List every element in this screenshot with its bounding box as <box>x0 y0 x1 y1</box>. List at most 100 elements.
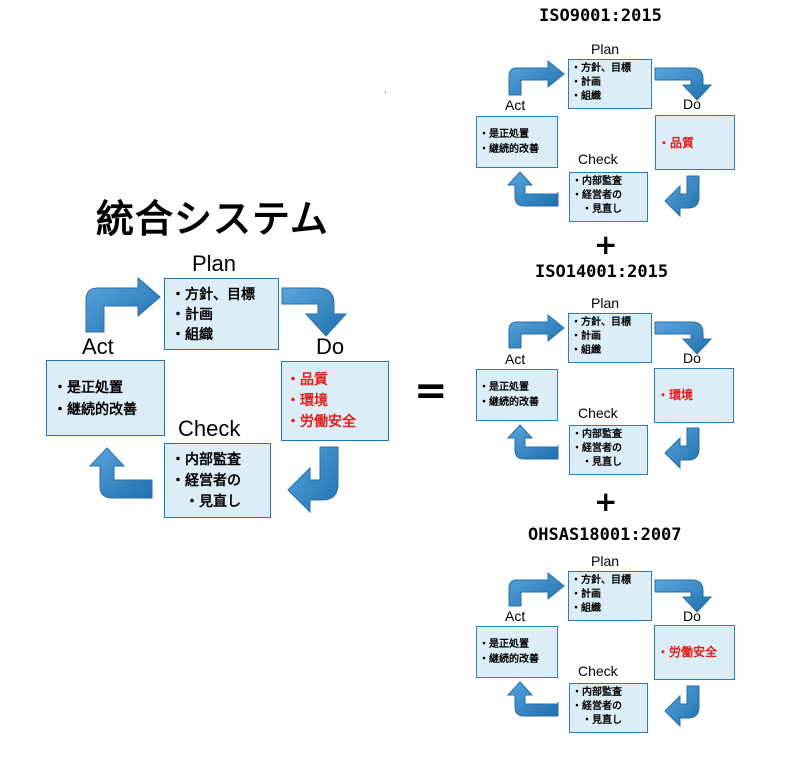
main-check-item-text: 見直し <box>199 494 241 510</box>
iso9001-arrows <box>506 59 713 218</box>
iso9001-plan-item: 計画 <box>571 76 631 90</box>
main-check-box: 内部監査 経営者の 見直し <box>164 443 271 518</box>
iso14001-plan-item: 計画 <box>571 330 631 344</box>
plus-sign: + <box>594 485 618 518</box>
main-do-list: 品質 環境 労働安全 <box>286 370 356 433</box>
main-check-item-continued: 見直し <box>171 492 241 513</box>
ohsas-label-check: Check <box>578 663 618 679</box>
ohsas-check-box: 内部監査 経営者の 見直し <box>569 683 648 733</box>
main-plan-item: 組織 <box>171 325 255 345</box>
ohsas-arrow-plan-to-do <box>654 579 713 613</box>
ohsas-check-list: 内部監査 経営者の 見直し <box>572 686 622 728</box>
iso14001-do-item: 環境 <box>657 387 693 403</box>
iso14001-do-list: 環境 <box>657 387 693 403</box>
ohsas-act-item: 是正処置 <box>479 637 539 652</box>
main-do-item: 環境 <box>286 391 356 412</box>
main-act-item: 是正処置 <box>53 377 137 399</box>
main-label-plan: Plan <box>192 251 237 276</box>
ohsas-plan-box: 方針、目標 計画 組織 <box>568 571 652 621</box>
arrow-check-to-act <box>88 447 153 499</box>
main-act-box: 是正処置 継続的改善 <box>46 360 165 436</box>
iso14001-check-item-continued: 見直し <box>572 456 622 470</box>
ohsas-check-item: 内部監査 <box>572 686 622 700</box>
iso14001-arrow-plan-to-do <box>654 321 713 355</box>
iso14001-arrows <box>506 313 713 470</box>
iso14001-check-item: 経営者の <box>572 442 622 456</box>
iso9001-label-do: Do <box>683 96 701 112</box>
iso9001-arrow-do-to-check <box>664 175 700 218</box>
iso14001-arrow-do-to-check <box>664 427 700 470</box>
ohsas-title: OHSAS18001:2007 <box>528 525 682 545</box>
main-title: 統合システム <box>96 197 329 241</box>
iso14001-act-item: 継続的改善 <box>479 395 539 410</box>
arrow-act-to-plan <box>85 276 161 333</box>
main-plan-item: 計画 <box>171 305 255 325</box>
equals-sign: = <box>414 368 448 414</box>
main-label-check: Check <box>178 416 241 441</box>
iso14001-check-box: 内部監査 経営者の 見直し <box>569 425 648 475</box>
iso9001-plan-box: 方針、目標 計画 組織 <box>568 59 652 109</box>
ohsas-act-item: 継続的改善 <box>479 652 539 667</box>
iso14001-arrow-act-to-plan <box>508 313 565 349</box>
arrow-do-to-check <box>287 446 339 514</box>
ohsas-plan-item: 方針、目標 <box>571 574 631 588</box>
arrow-plan-to-do <box>281 287 348 337</box>
plus-sign: + <box>594 228 618 261</box>
iso14001-plan-item: 方針、目標 <box>571 316 631 330</box>
main-do-item: 品質 <box>286 370 356 391</box>
iso14001-act-list: 是正処置 継続的改善 <box>479 380 539 410</box>
iso14001-label-check: Check <box>578 405 618 421</box>
iso14001-arrow-check-to-act <box>506 424 559 460</box>
iso14001-check-list: 内部監査 経営者の 見直し <box>572 428 622 470</box>
main-do-item: 労働安全 <box>286 412 356 433</box>
iso14001-plan-box: 方針、目標 計画 組織 <box>568 313 652 363</box>
main-plan-list: 方針、目標 計画 組織 <box>171 285 255 345</box>
iso9001-do-box: 品質 <box>655 115 735 170</box>
iso9001-arrow-plan-to-do <box>654 67 713 101</box>
iso14001-label-do: Do <box>683 350 701 366</box>
main-plan-box: 方針、目標 計画 組織 <box>164 278 279 350</box>
ohsas-plan-list: 方針、目標 計画 組織 <box>571 574 631 616</box>
main-do-box: 品質 環境 労働安全 <box>281 361 389 441</box>
main-check-item: 内部監査 <box>171 450 241 471</box>
iso14001-label-plan: Plan <box>591 295 620 311</box>
iso9001-do-item: 品質 <box>658 135 694 151</box>
iso9001-title: ISO9001:2015 <box>539 6 662 26</box>
iso9001-check-list: 内部監査 経営者の 見直し <box>572 175 622 217</box>
ohsas-check-item-text: 見直し <box>592 715 622 726</box>
iso9001-check-item: 内部監査 <box>572 175 622 189</box>
ohsas-check-item-continued: 見直し <box>572 714 622 728</box>
iso9001-label-check: Check <box>578 151 618 167</box>
iso9001-plan-item: 組織 <box>571 90 631 104</box>
ohsas-label-plan: Plan <box>591 553 620 569</box>
ohsas-do-box: 労働安全 <box>654 625 735 680</box>
iso9001-act-item: 是正処置 <box>479 127 539 142</box>
ohsas-do-list: 労働安全 <box>657 644 717 660</box>
iso9001-act-item: 継続的改善 <box>479 142 539 157</box>
main-act-list: 是正処置 継続的改善 <box>53 377 137 421</box>
iso9001-label-act: Act <box>505 97 526 113</box>
ohsas-plan-item: 計画 <box>571 588 631 602</box>
ohsas-plan-item: 組織 <box>571 602 631 616</box>
iso9001-check-box: 内部監査 経営者の 見直し <box>569 172 648 222</box>
iso14001-check-item-text: 見直し <box>592 457 622 468</box>
iso14001-plan-list: 方針、目標 計画 組織 <box>571 316 631 358</box>
main-label-act: Act <box>82 334 114 359</box>
main-plan-item: 方針、目標 <box>171 285 255 305</box>
iso14001-title: ISO14001:2015 <box>535 262 669 282</box>
iso9001-check-item: 経営者の <box>572 189 622 203</box>
iso9001-act-box: 是正処置 継続的改善 <box>476 116 558 168</box>
iso14001-act-box: 是正処置 継続的改善 <box>476 369 558 421</box>
iso9001-plan-item: 方針、目標 <box>571 62 631 76</box>
iso9001-plan-list: 方針、目標 計画 組織 <box>571 62 631 104</box>
ohsas-act-box: 是正処置 継続的改善 <box>476 626 558 678</box>
iso9001-check-item-text: 見直し <box>592 204 622 215</box>
iso9001-act-list: 是正処置 継続的改善 <box>479 127 539 157</box>
iso14001-do-box: 環境 <box>654 368 734 423</box>
iso9001-arrow-check-to-act <box>506 171 559 207</box>
ohsas-act-list: 是正処置 継続的改善 <box>479 637 539 667</box>
speck <box>385 92 386 93</box>
main-check-list: 内部監査 経営者の 見直し <box>171 450 241 513</box>
ohsas-arrows <box>506 571 713 728</box>
